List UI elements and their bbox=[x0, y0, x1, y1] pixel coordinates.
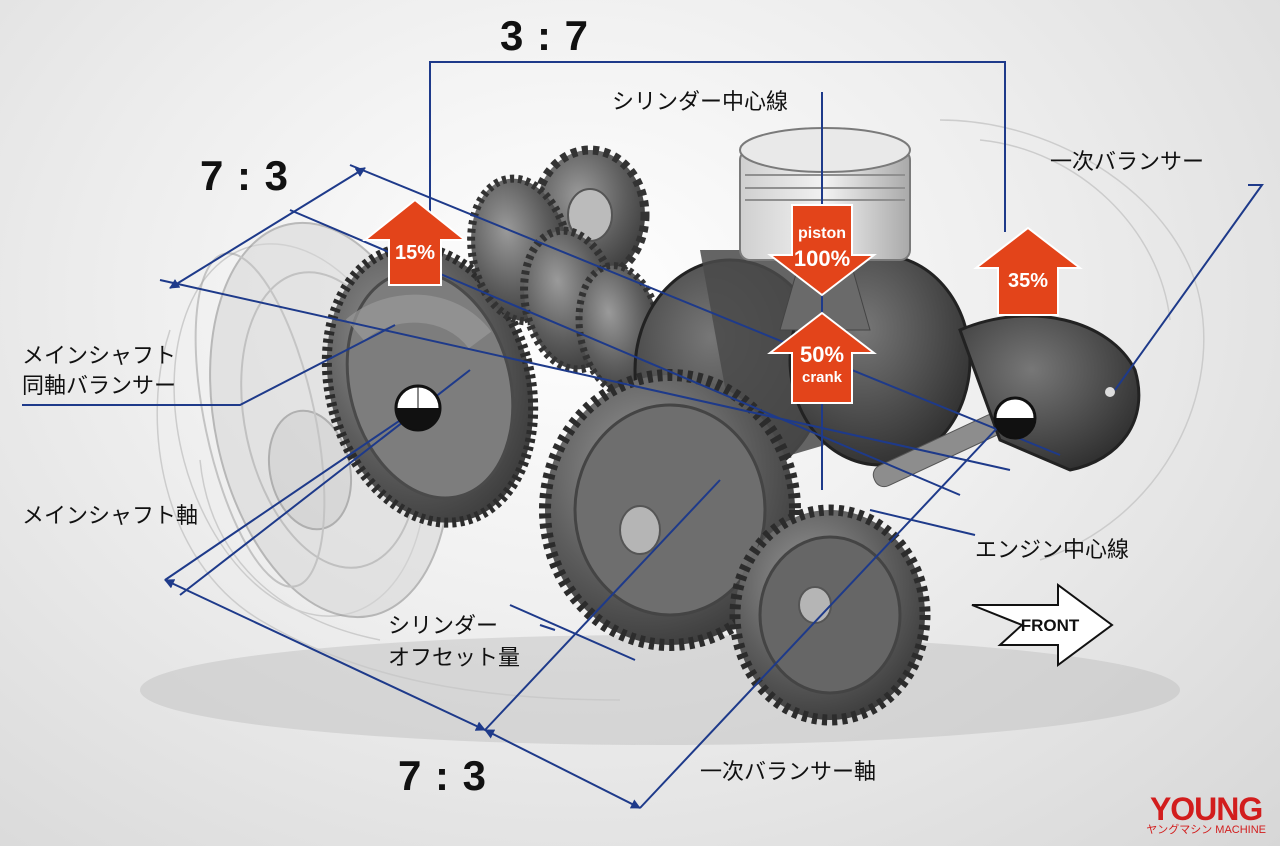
force-arrow-35-label: 35% bbox=[1008, 270, 1048, 292]
force-arrow-crank-word: crank bbox=[802, 369, 843, 386]
force-arrow-crank: 50% crank bbox=[767, 311, 877, 404]
brand-sub: ヤングマシン MACHINE bbox=[1146, 824, 1266, 836]
main-shaft-center-marker bbox=[394, 384, 442, 432]
front-direction-arrow: FRONT bbox=[971, 583, 1114, 667]
engine-center-line-label: エンジン中心線 bbox=[975, 538, 1130, 563]
primary-balancer-axis-label: 一次バランサー軸 bbox=[700, 760, 877, 785]
primary-balancer-label: 一次バランサー bbox=[1050, 150, 1205, 175]
cylinder-center-line-label: シリンダー中心線 bbox=[612, 90, 789, 115]
main-shaft-axis-label: メインシャフト軸 bbox=[22, 504, 199, 529]
ratio-top: 3 : 7 bbox=[500, 12, 590, 59]
front-label: FRONT bbox=[1021, 616, 1080, 635]
ratio-upper-left: 7 : 3 bbox=[200, 152, 290, 199]
force-arrow-piston-value: 100% bbox=[794, 246, 850, 271]
brand-name: YOUNG bbox=[1149, 791, 1263, 827]
main-shaft-balancer-label-1: メインシャフト bbox=[22, 344, 177, 369]
main-shaft-balancer-label-2: 同軸バランサー bbox=[22, 374, 177, 399]
ground-shadow bbox=[140, 635, 1180, 745]
force-arrow-15-label: 15% bbox=[395, 242, 435, 264]
cylinder-offset-label-1: シリンダー bbox=[388, 614, 499, 639]
primary-balancer-weight bbox=[958, 314, 1141, 472]
brand-logo: YOUNG ヤングマシン MACHINE bbox=[1146, 791, 1266, 836]
balancer-driven-gear bbox=[729, 504, 931, 726]
force-arrow-15: 15% bbox=[362, 198, 468, 286]
force-arrow-crank-value: 50% bbox=[800, 342, 844, 367]
force-arrow-piston-word: piston bbox=[798, 225, 846, 242]
balancer-shaft-center-marker bbox=[993, 396, 1037, 440]
force-arrow-35: 35% bbox=[973, 226, 1083, 316]
force-arrow-piston: piston 100% bbox=[767, 204, 877, 297]
primary-drive-gear bbox=[539, 369, 801, 651]
ratio-bottom: 7 : 3 bbox=[398, 752, 488, 799]
cylinder-offset-label-2: オフセット量 bbox=[388, 646, 521, 671]
